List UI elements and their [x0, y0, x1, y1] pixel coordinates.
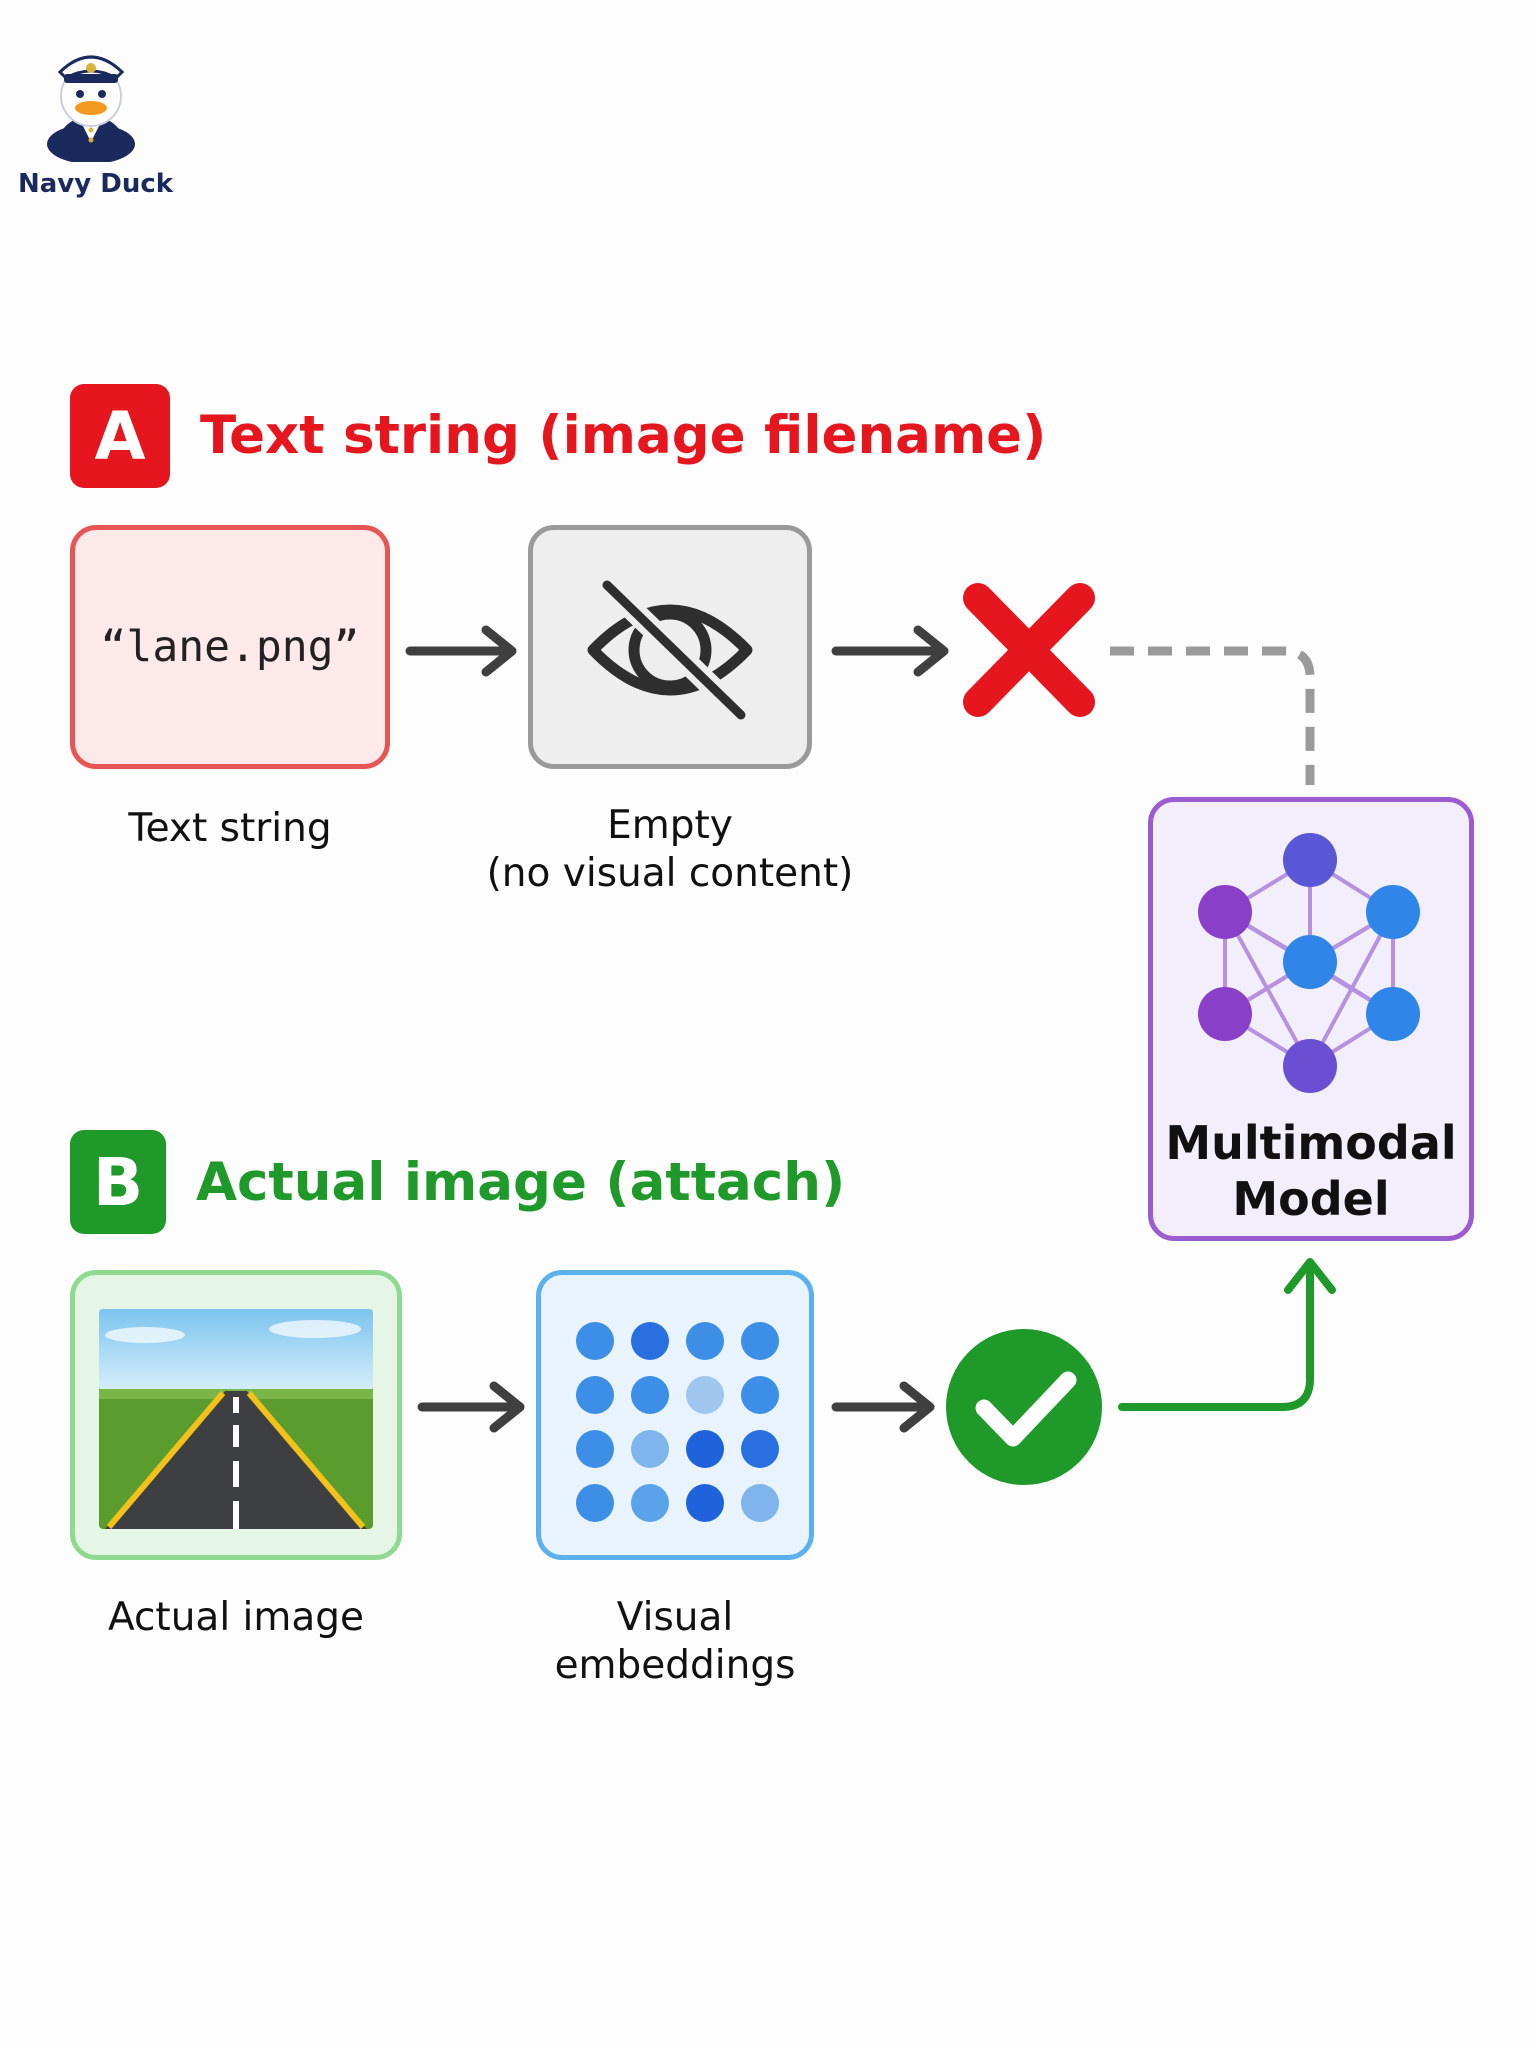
caption-embed-line1: Visual — [616, 1595, 734, 1640]
empty-box — [528, 525, 812, 769]
dot-grid-icon — [576, 1322, 779, 1522]
actual-image-box — [70, 1270, 402, 1560]
logo-label: Navy Duck — [18, 169, 174, 199]
road-landscape-icon — [99, 1309, 373, 1529]
arrow-embeddings-to-check — [831, 1381, 935, 1433]
section-a-title: Text string (image filename) — [200, 405, 1047, 466]
caption-embed-line2: embeddings — [554, 1643, 796, 1688]
embedding-dot — [576, 1430, 614, 1468]
caption-empty: Empty (no visual content) — [470, 802, 870, 898]
caption-empty-line1: Empty — [607, 803, 733, 848]
eye-slash-icon — [587, 574, 753, 726]
embedding-dot — [631, 1484, 669, 1522]
embedding-dot — [631, 1430, 669, 1468]
embedding-dot — [686, 1430, 724, 1468]
embedding-dot — [631, 1376, 669, 1414]
duck-mascot-icon — [46, 55, 135, 164]
dashed-connector-fail — [1110, 646, 1315, 785]
embedding-dot — [576, 1376, 614, 1414]
visual-embeddings-box — [536, 1270, 814, 1560]
filename-text: “lane.png” — [100, 622, 360, 672]
model-label-line2: Model — [1232, 1172, 1390, 1226]
arrow-empty-to-cross — [831, 625, 949, 677]
embedding-dot — [631, 1322, 669, 1360]
section-a-badge: A — [70, 384, 170, 488]
arrow-text-to-empty — [405, 625, 517, 677]
multimodal-model-box: Multimodal Model — [1148, 797, 1474, 1241]
logo: Navy Duck — [18, 34, 174, 199]
embedding-dot — [576, 1484, 614, 1522]
neural-network-icon — [1198, 833, 1420, 1093]
check-circle-icon — [946, 1329, 1102, 1485]
cross-icon — [963, 583, 1095, 717]
section-b-title: Actual image (attach) — [196, 1152, 846, 1213]
caption-text-string: Text string — [128, 806, 332, 851]
model-label: Multimodal Model — [1153, 1115, 1469, 1227]
section-b-badge: B — [70, 1130, 166, 1234]
caption-embeddings: Visual embeddings — [520, 1594, 830, 1690]
embedding-dot — [686, 1484, 724, 1522]
embedding-dot — [686, 1322, 724, 1360]
embedding-dot — [741, 1484, 779, 1522]
embedding-dot — [741, 1376, 779, 1414]
model-label-line1: Multimodal — [1165, 1116, 1457, 1170]
caption-actual-image: Actual image — [107, 1595, 365, 1640]
caption-empty-line2: (no visual content) — [486, 851, 854, 896]
embedding-dot — [576, 1322, 614, 1360]
embedding-dot — [741, 1322, 779, 1360]
green-connector-success — [1118, 1258, 1336, 1411]
embedding-dot — [741, 1430, 779, 1468]
arrow-image-to-embeddings — [417, 1381, 525, 1433]
embedding-dot — [686, 1376, 724, 1414]
text-string-box: “lane.png” — [70, 525, 390, 769]
